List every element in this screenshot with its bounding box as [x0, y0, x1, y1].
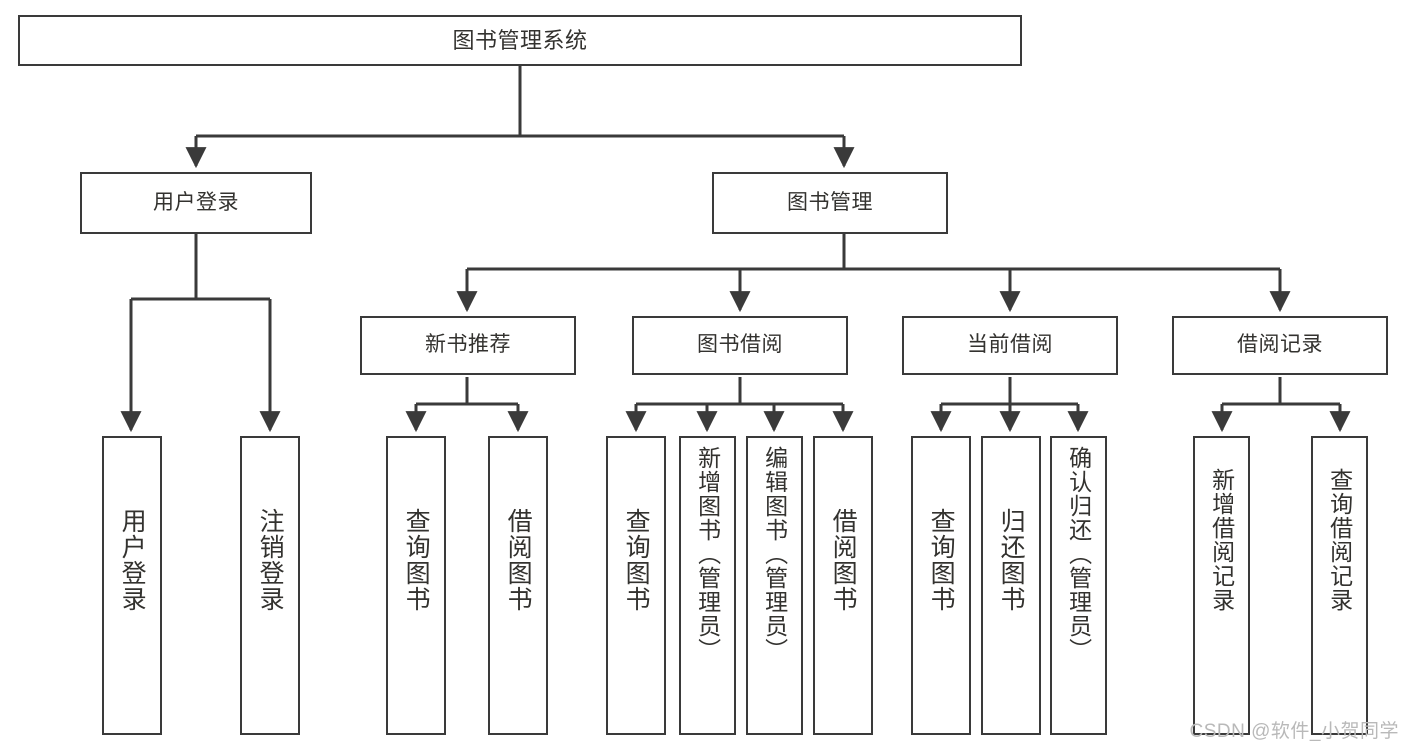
node-leaf-query-book-1[interactable]: 查询图书 — [386, 436, 446, 735]
node-leaf-user-login-label: 用户登录 — [118, 508, 147, 612]
node-book-borrow-label: 图书借阅 — [697, 333, 783, 357]
node-leaf-borrow-book-2-label: 借阅图书 — [829, 508, 858, 612]
node-leaf-add-borrow-record[interactable]: 新增借阅记录 — [1193, 436, 1250, 735]
node-new-book-rec-label: 新书推荐 — [425, 333, 511, 357]
watermark: CSDN @软件_小贺同学 — [1189, 721, 1399, 742]
node-leaf-query-book-3[interactable]: 查询图书 — [911, 436, 971, 735]
node-root-label: 图书管理系统 — [452, 27, 588, 53]
node-current-borrow[interactable]: 当前借阅 — [902, 316, 1118, 375]
node-leaf-confirm-return-admin-label: 确认归还（管理员） — [1065, 446, 1092, 662]
node-leaf-logout[interactable]: 注销登录 — [240, 436, 300, 735]
node-borrow-record-label: 借阅记录 — [1237, 333, 1323, 357]
node-leaf-add-borrow-record-label: 新增借阅记录 — [1208, 468, 1235, 612]
node-leaf-add-book-admin[interactable]: 新增图书（管理员） — [679, 436, 736, 735]
node-leaf-return-book-label: 归还图书 — [997, 508, 1026, 612]
node-leaf-query-borrow-record[interactable]: 查询借阅记录 — [1311, 436, 1368, 735]
node-current-borrow-label: 当前借阅 — [967, 333, 1053, 357]
node-leaf-borrow-book-2[interactable]: 借阅图书 — [813, 436, 873, 735]
node-leaf-logout-label: 注销登录 — [256, 508, 285, 612]
node-book-borrow[interactable]: 图书借阅 — [632, 316, 848, 375]
node-user-login-label: 用户登录 — [153, 190, 239, 214]
node-leaf-borrow-book-1-label: 借阅图书 — [504, 508, 533, 612]
node-leaf-confirm-return-admin[interactable]: 确认归还（管理员） — [1050, 436, 1107, 735]
node-leaf-query-book-2[interactable]: 查询图书 — [606, 436, 666, 735]
node-leaf-query-book-1-label: 查询图书 — [402, 508, 431, 612]
node-leaf-query-borrow-record-label: 查询借阅记录 — [1326, 468, 1353, 612]
node-user-login[interactable]: 用户登录 — [80, 172, 312, 234]
node-leaf-edit-book-admin[interactable]: 编辑图书（管理员） — [746, 436, 803, 735]
node-leaf-borrow-book-1[interactable]: 借阅图书 — [488, 436, 548, 735]
node-leaf-query-book-2-label: 查询图书 — [622, 508, 651, 612]
node-new-book-rec[interactable]: 新书推荐 — [360, 316, 576, 375]
node-leaf-user-login[interactable]: 用户登录 — [102, 436, 162, 735]
node-book-mgmt[interactable]: 图书管理 — [712, 172, 948, 234]
node-leaf-add-book-admin-label: 新增图书（管理员） — [694, 446, 721, 662]
node-leaf-query-book-3-label: 查询图书 — [927, 508, 956, 612]
node-book-mgmt-label: 图书管理 — [787, 190, 873, 214]
node-root[interactable]: 图书管理系统 — [18, 15, 1022, 66]
node-borrow-record[interactable]: 借阅记录 — [1172, 316, 1388, 375]
node-leaf-return-book[interactable]: 归还图书 — [981, 436, 1041, 735]
node-leaf-edit-book-admin-label: 编辑图书（管理员） — [761, 446, 788, 662]
